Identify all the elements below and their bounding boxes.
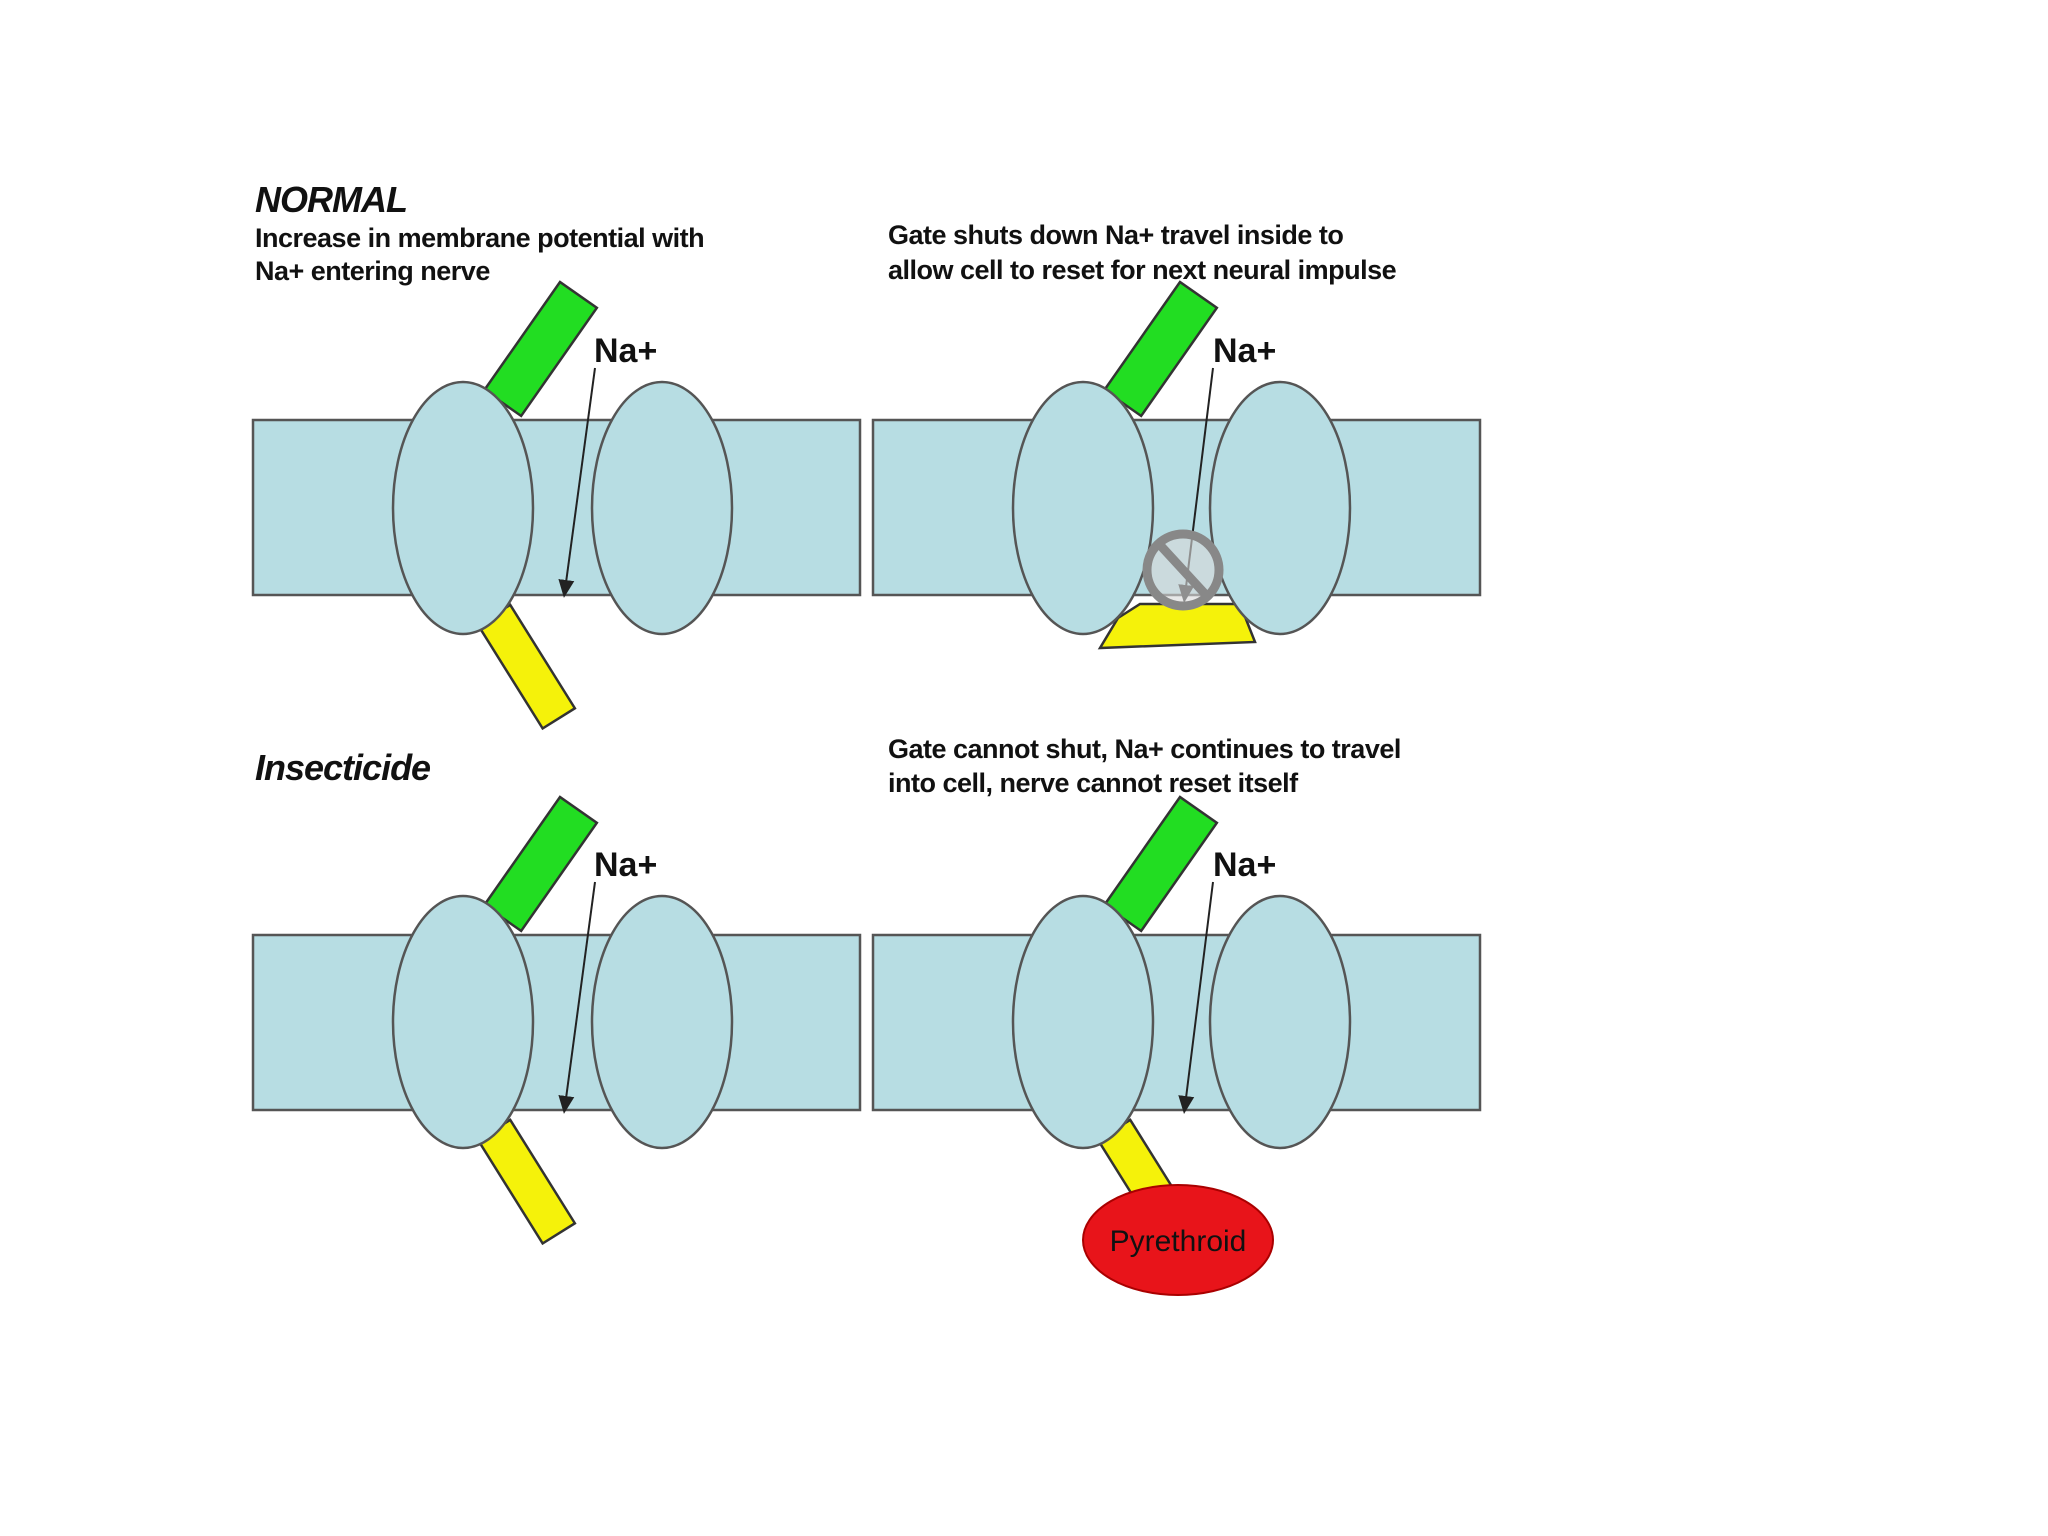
channel-protein-left <box>391 894 535 1150</box>
caption-normal-closed-line1: Gate shuts down Na+ travel inside to <box>888 220 1343 250</box>
channel-protein-right <box>590 380 734 636</box>
sodium-ion-label: Na+ <box>594 846 657 884</box>
channel-protein-left <box>391 380 535 636</box>
panel-normal-closed: Gate shuts down Na+ travel inside to all… <box>871 220 1482 650</box>
channel-protein-left <box>1011 380 1155 636</box>
inactivation-gate <box>1097 602 1257 650</box>
inactivation-gate <box>476 1118 577 1246</box>
cell-membrane <box>871 933 1482 1112</box>
heading-normal: NORMAL <box>255 179 407 220</box>
pyrethroid-label: Pyrethroid <box>1110 1225 1247 1258</box>
caption-insecticide-line2: into cell, nerve cannot reset itself <box>888 768 1299 798</box>
pyrethroid-molecule <box>1082 1184 1274 1296</box>
caption-normal-open-line1: Increase in membrane potential with <box>255 223 704 253</box>
sodium-ion-label: Na+ <box>1213 332 1276 370</box>
channel-protein-right <box>1208 894 1352 1150</box>
caption-normal-open-line2: Na+ entering nerve <box>255 256 490 286</box>
caption-insecticide-line1: Gate cannot shut, Na+ continues to trave… <box>888 734 1401 764</box>
activation-gate <box>482 280 599 418</box>
panel-normal-open: NORMAL Increase in membrane potential wi… <box>251 179 862 731</box>
cell-membrane <box>251 933 862 1112</box>
cell-membrane <box>251 418 862 597</box>
sodium-ion-label: Na+ <box>594 332 657 370</box>
sodium-flow-arrow <box>1178 881 1214 1114</box>
heading-insecticide: Insecticide <box>255 747 431 788</box>
sodium-flow-arrow <box>558 367 596 598</box>
caption-normal-closed-line2: allow cell to reset for next neural impu… <box>888 255 1397 285</box>
channel-protein-left <box>1011 894 1155 1150</box>
channel-protein-right <box>1208 380 1352 636</box>
panel-insecticide-blocked: Gate cannot shut, Na+ continues to trave… <box>871 734 1482 1296</box>
activation-gate <box>482 795 599 933</box>
activation-gate <box>1102 795 1219 933</box>
channel-protein-right <box>590 894 734 1150</box>
activation-gate <box>1102 280 1219 418</box>
panel-insecticide-open: Insecticide Na+ <box>251 747 862 1246</box>
sodium-flow-arrow <box>558 881 596 1114</box>
no-entry-icon <box>1142 529 1224 611</box>
sodium-ion-label: Na+ <box>1213 846 1276 884</box>
